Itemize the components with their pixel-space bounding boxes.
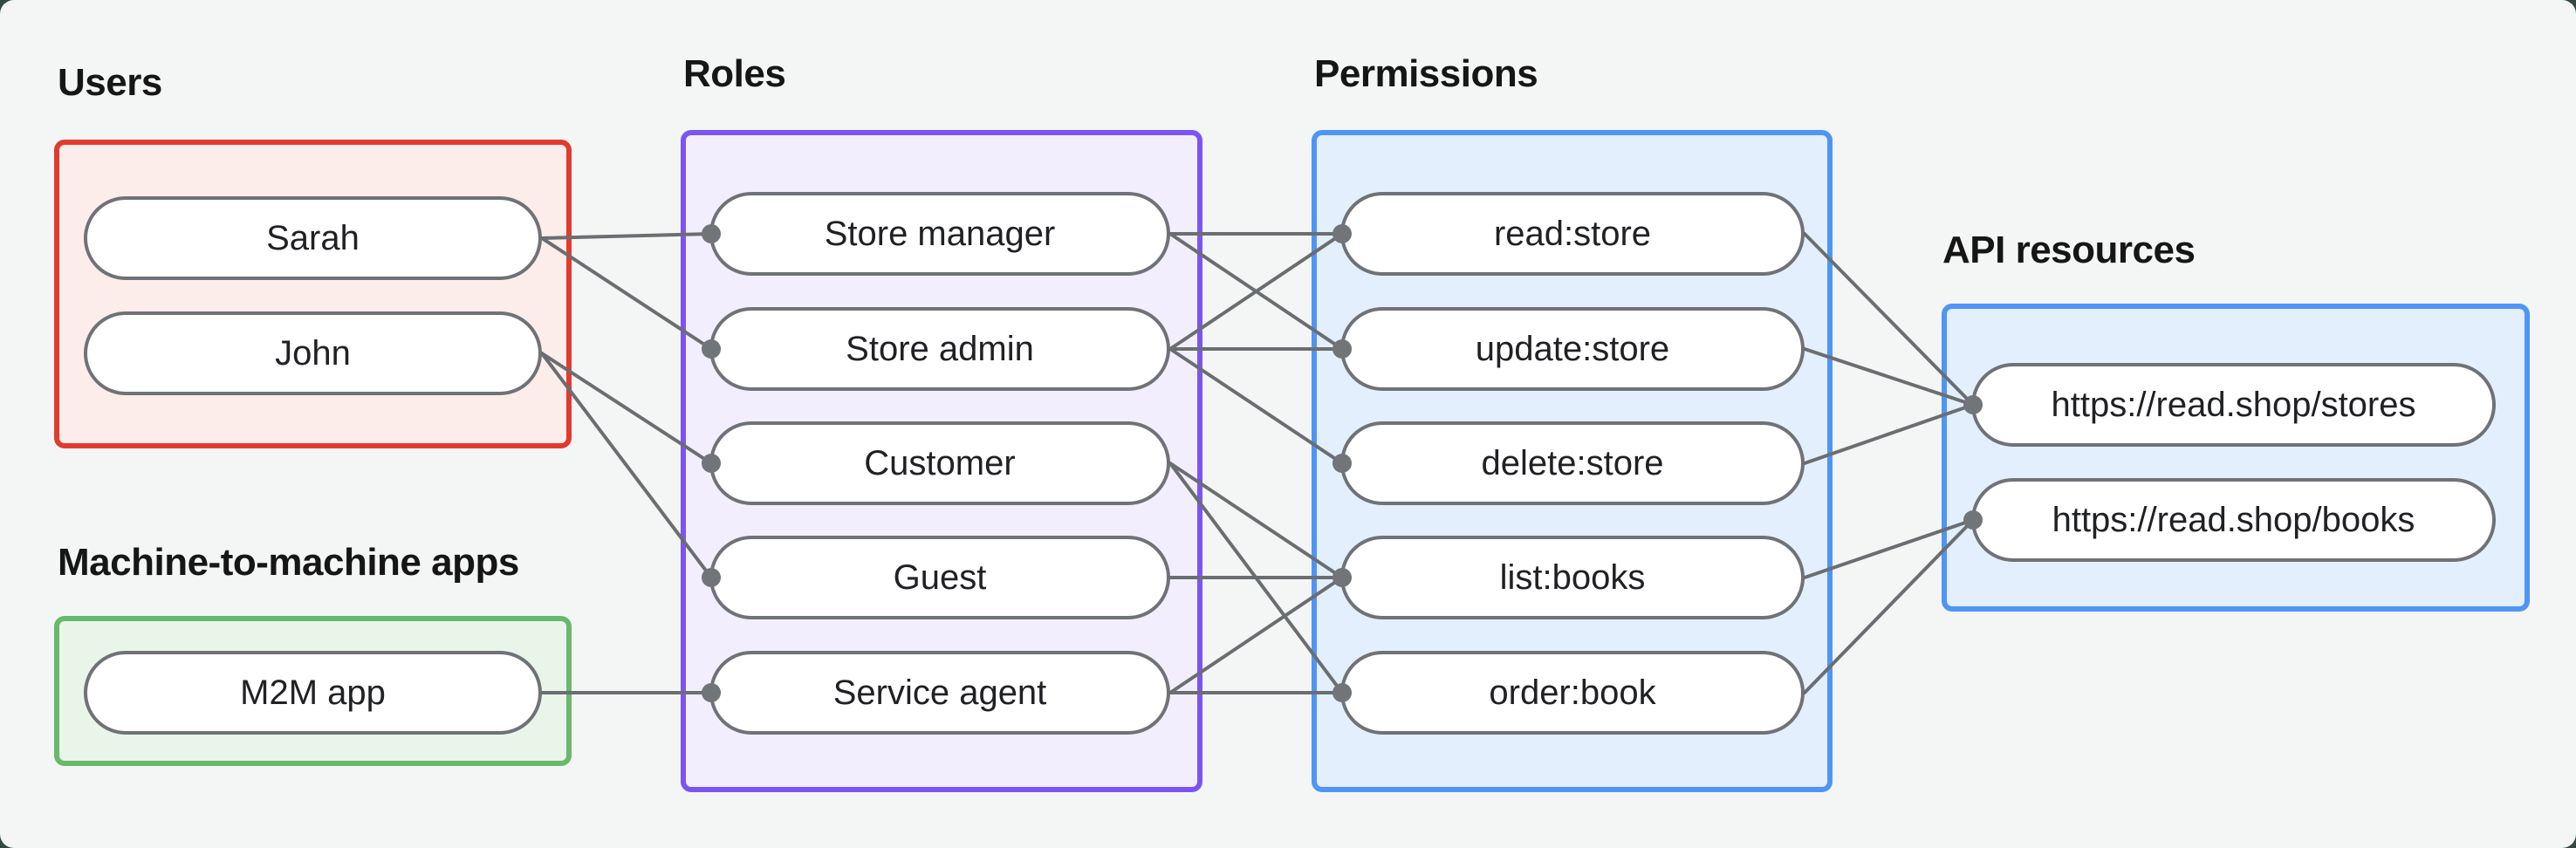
node-permission-read-store: read:store (1340, 192, 1805, 276)
api-resources-group-label: API resources (1942, 229, 2196, 271)
node-user-sarah: Sarah (84, 196, 542, 280)
node-m2m-app: M2M app (84, 651, 542, 735)
permissions-group-label: Permissions (1314, 52, 1538, 95)
node-role-guest: Guest (709, 536, 1170, 619)
node-role-service-agent: Service agent (709, 651, 1170, 735)
node-role-customer: Customer (709, 421, 1170, 505)
node-api-resource-stores: https://read.shop/stores (1971, 363, 2496, 447)
node-api-resource-books: https://read.shop/books (1971, 478, 2496, 562)
users-group-box (54, 140, 572, 448)
node-user-john: John (84, 311, 542, 395)
node-permission-update-store: update:store (1340, 307, 1805, 391)
users-group-label: Users (58, 61, 162, 104)
node-permission-delete-store: delete:store (1340, 421, 1805, 505)
m2m-apps-group-label: Machine-to-machine apps (58, 541, 519, 584)
node-role-store-admin: Store admin (709, 307, 1170, 391)
node-role-store-manager: Store manager (709, 192, 1170, 276)
api-resources-group-box (1942, 304, 2530, 612)
roles-group-label: Roles (683, 52, 786, 95)
node-permission-list-books: list:books (1340, 536, 1805, 619)
node-permission-order-book: order:book (1340, 651, 1805, 735)
